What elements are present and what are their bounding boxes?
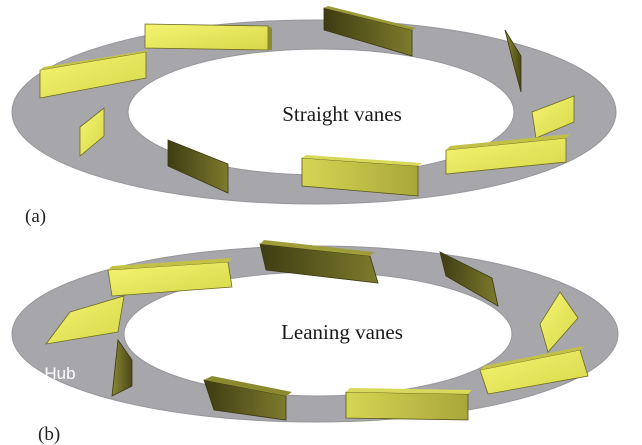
panel-label-a: (a)	[25, 206, 46, 227]
center-label-a: Straight vanes	[282, 102, 402, 126]
vane-a-front-right	[445, 134, 570, 175]
vane-a-left-mid	[79, 107, 105, 157]
vane-b-right-lower	[479, 346, 589, 395]
panel-label-b: (b)	[38, 424, 60, 445]
vane-b-top-right	[439, 251, 499, 307]
vane-a-left-upper	[39, 50, 150, 99]
vane-b-left-upper	[45, 295, 125, 345]
vane-b-front-center	[345, 388, 472, 421]
vane-a-top-center	[144, 23, 272, 51]
vane-a-top-right	[323, 6, 416, 57]
panel-a: Straight vanes (a)	[11, 6, 617, 227]
center-label-b: Leaning vanes	[281, 320, 403, 344]
hub-label: Hub	[44, 364, 75, 383]
vane-b-top-center	[259, 240, 379, 284]
vane-a-front-center	[301, 155, 422, 197]
vane-a-front-left	[167, 139, 229, 194]
panel-b: Leaning vanes Hub (b)	[11, 240, 619, 445]
vane-a-right-upper	[504, 29, 522, 93]
vane-a-right-mid	[531, 95, 575, 139]
vane-b-top-left	[107, 258, 233, 297]
vane-b-left-lower	[111, 338, 133, 397]
vane-b-right-upper	[539, 291, 579, 353]
vane-b-front-left	[203, 376, 292, 421]
